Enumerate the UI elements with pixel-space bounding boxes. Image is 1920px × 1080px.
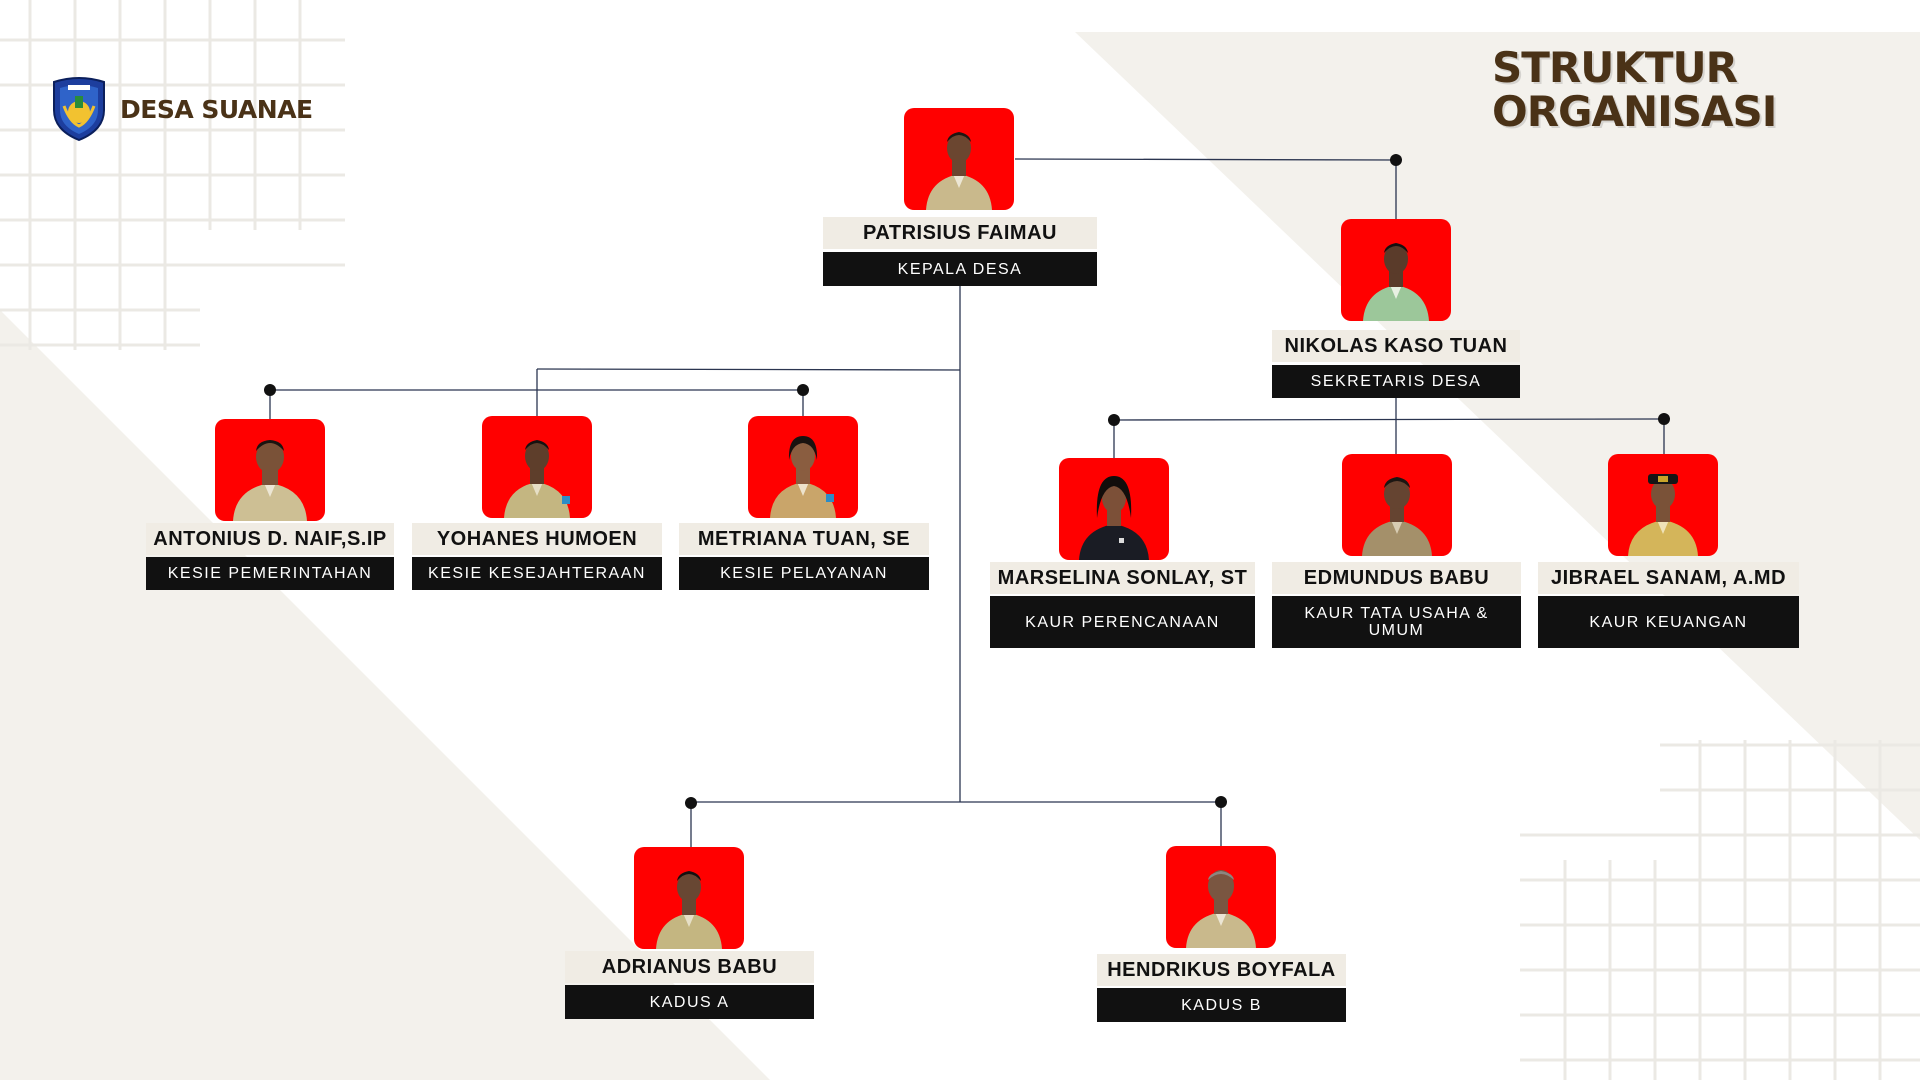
photo-kaur-keuangan bbox=[1608, 454, 1718, 556]
photo-kepala-desa bbox=[904, 108, 1014, 210]
photo-kesie-pemerintahan bbox=[215, 419, 325, 521]
name-kesie-pelayanan: METRIANA TUAN, SE bbox=[679, 523, 929, 555]
photo-kesie-pelayanan bbox=[748, 416, 858, 518]
person-portrait-icon bbox=[1186, 870, 1256, 948]
role-kesie-kesejahteraan: KESIE KESEJAHTERAAN bbox=[412, 557, 662, 590]
title-line-2: ORGANISASI bbox=[1492, 87, 1777, 136]
person-portrait-icon bbox=[1079, 476, 1149, 560]
photo-kesie-kesejahteraan bbox=[482, 416, 592, 518]
role-kesie-pemerintahan: KESIE PEMERINTAHAN bbox=[146, 557, 394, 590]
name-kaur-keuangan: JIBRAEL SANAM, A.MD bbox=[1538, 562, 1799, 594]
person-portrait-icon bbox=[1363, 243, 1429, 321]
name-kaur-perencanaan: MARSELINA SONLAY, ST bbox=[990, 562, 1255, 594]
brand-name: DESA SUANAE bbox=[120, 94, 313, 124]
name-kadus-a: ADRIANUS BABU bbox=[565, 951, 814, 983]
person-portrait-icon bbox=[770, 436, 836, 518]
name-kaur-tata-usaha: EDMUNDUS BABU bbox=[1272, 562, 1521, 594]
role-kaur-keuangan: KAUR KEUANGAN bbox=[1538, 596, 1799, 648]
role-kadus-a: KADUS A bbox=[565, 985, 814, 1019]
role-kadus-b: KADUS B bbox=[1097, 988, 1346, 1022]
role-kaur-tata-usaha: KAUR TATA USAHA & UMUM bbox=[1272, 596, 1521, 648]
photo-sekretaris-desa bbox=[1341, 219, 1451, 321]
photo-kadus-a bbox=[634, 847, 744, 949]
role-kesie-pelayanan: KESIE PELAYANAN bbox=[679, 557, 929, 590]
person-portrait-icon bbox=[233, 440, 307, 521]
name-kesie-kesejahteraan: YOHANES HUMOEN bbox=[412, 523, 662, 555]
person-portrait-icon bbox=[656, 871, 722, 949]
role-sekretaris-desa: SEKRETARIS DESA bbox=[1272, 365, 1520, 398]
role-kaur-perencanaan: KAUR PERENCANAAN bbox=[990, 596, 1255, 648]
photo-kaur-perencanaan bbox=[1059, 458, 1169, 560]
title-line-1: STRUKTUR bbox=[1492, 43, 1738, 92]
village-shield-emblem-icon bbox=[53, 77, 105, 142]
name-kepala-desa: PATRISIUS FAIMAU bbox=[823, 217, 1097, 249]
name-sekretaris-desa: NIKOLAS KASO TUAN bbox=[1272, 330, 1520, 362]
person-portrait-icon bbox=[504, 440, 570, 518]
name-kadus-b: HENDRIKUS BOYFALA bbox=[1097, 954, 1346, 986]
person-portrait-icon bbox=[926, 132, 992, 210]
photo-kaur-tata-usaha bbox=[1342, 454, 1452, 556]
person-portrait-icon bbox=[1628, 474, 1698, 556]
person-portrait-icon bbox=[1362, 477, 1432, 556]
name-kesie-pemerintahan: ANTONIUS D. NAIF,S.IP bbox=[146, 523, 394, 555]
brand-header: DESA SUANAE bbox=[50, 76, 313, 142]
page-title: STRUKTUR ORGANISASI bbox=[1492, 43, 1777, 136]
role-kepala-desa: KEPALA DESA bbox=[823, 252, 1097, 286]
photo-kadus-b bbox=[1166, 846, 1276, 948]
